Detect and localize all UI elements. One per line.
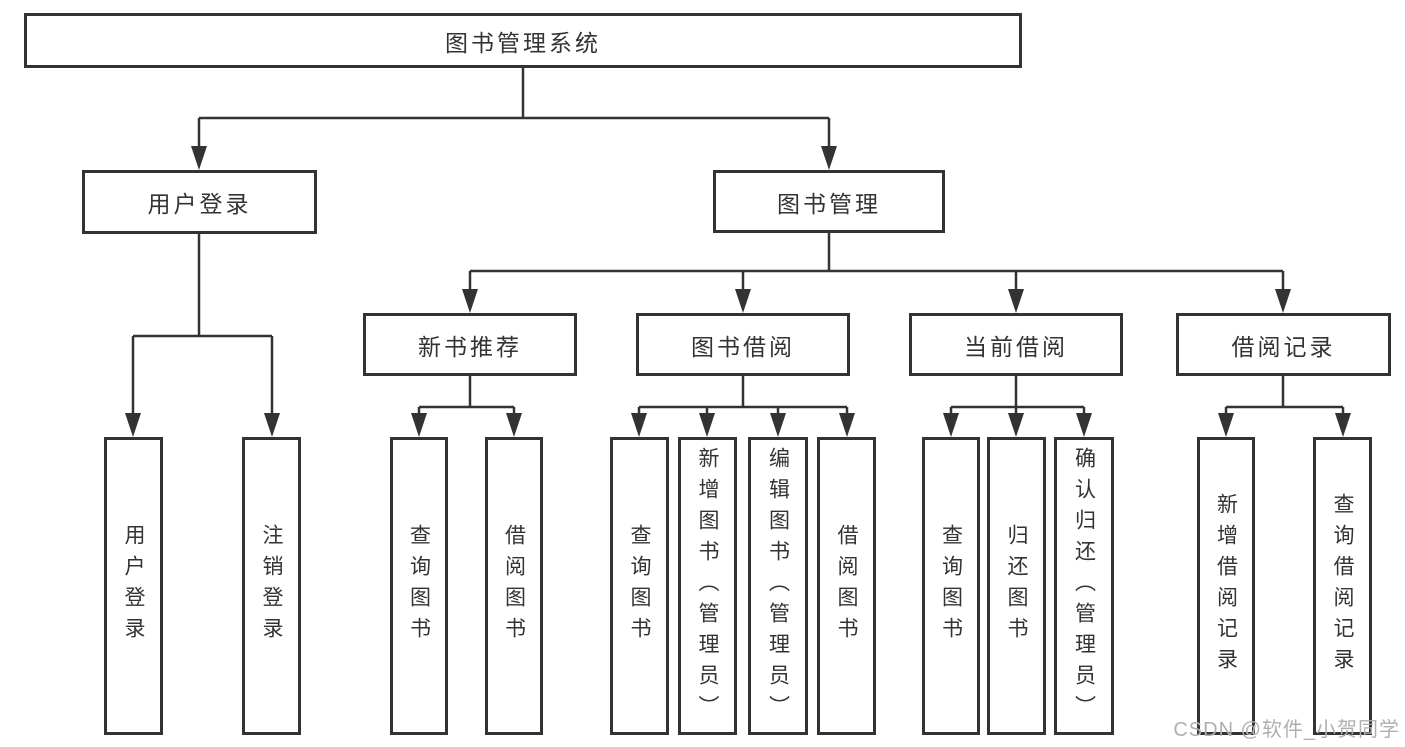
arrow-down-icon bbox=[1076, 413, 1092, 437]
arrow-down-icon bbox=[264, 413, 280, 437]
node-current-borrowing: 当前借阅 bbox=[909, 313, 1123, 376]
node-label: 借阅记录 bbox=[1231, 333, 1336, 360]
leaf-query-books-borrowing: 查询图书 bbox=[610, 437, 669, 735]
node-label: 当前借阅 bbox=[964, 333, 1068, 360]
wire-root bbox=[197, 68, 831, 150]
arrow-down-icon bbox=[943, 413, 959, 437]
wire-user-login bbox=[131, 234, 274, 419]
arrow-down-icon bbox=[191, 146, 207, 170]
arrow-down-icon bbox=[735, 289, 751, 313]
wire-new-book-recommend bbox=[417, 376, 516, 421]
node-new-book-recommend: 新书推荐 bbox=[363, 313, 577, 376]
arrow-down-icon bbox=[506, 413, 522, 437]
leaf-label: 注销登录 bbox=[260, 524, 283, 648]
arrow-down-icon bbox=[462, 289, 478, 313]
arrow-down-icon bbox=[125, 413, 141, 437]
leaf-logout: 注销登录 bbox=[242, 437, 301, 735]
arrow-down-icon bbox=[1008, 289, 1024, 313]
leaf-query-books-current: 查询图书 bbox=[922, 437, 980, 735]
leaf-query-borrow-record: 查询借阅记录 bbox=[1313, 437, 1372, 735]
wire-borrow-records bbox=[1224, 376, 1345, 421]
leaf-label: 确认归还（管理员） bbox=[1072, 446, 1096, 726]
arrowheads bbox=[125, 146, 1351, 437]
node-label: 新书推荐 bbox=[418, 333, 522, 360]
node-borrow-records: 借阅记录 bbox=[1176, 313, 1391, 376]
arrow-down-icon bbox=[839, 413, 855, 437]
arrow-down-icon bbox=[631, 413, 647, 437]
leaf-borrow-books-borrowing: 借阅图书 bbox=[817, 437, 876, 735]
leaf-label: 用户登录 bbox=[122, 524, 145, 648]
arrow-down-icon bbox=[821, 146, 837, 170]
node-label: 图书借阅 bbox=[691, 333, 795, 360]
leaf-return-books: 归还图书 bbox=[987, 437, 1046, 735]
leaf-confirm-return-admin: 确认归还（管理员） bbox=[1054, 437, 1114, 735]
leaf-label: 借阅图书 bbox=[502, 524, 526, 648]
arrow-down-icon bbox=[1218, 413, 1234, 437]
arrow-down-icon bbox=[699, 413, 715, 437]
node-book-borrowing: 图书借阅 bbox=[636, 313, 850, 376]
leaf-borrow-books-recommend: 借阅图书 bbox=[485, 437, 543, 735]
csdn-watermark: CSDN @软件_小贺同学 bbox=[1173, 719, 1400, 741]
node-user-login: 用户登录 bbox=[82, 170, 317, 234]
node-library-management-system: 图书管理系统 bbox=[24, 13, 1022, 68]
arrow-down-icon bbox=[1335, 413, 1351, 437]
wire-book-borrowing bbox=[637, 376, 849, 421]
leaf-add-borrow-record: 新增借阅记录 bbox=[1197, 437, 1255, 735]
node-book-management: 图书管理 bbox=[713, 170, 945, 233]
node-label: 图书管理 bbox=[777, 190, 881, 217]
leaf-label: 新增借阅记录 bbox=[1214, 493, 1238, 679]
leaf-label: 查询图书 bbox=[407, 524, 431, 648]
leaf-label: 查询图书 bbox=[939, 524, 963, 648]
leaf-label: 编辑图书（管理员） bbox=[766, 446, 790, 726]
arrow-down-icon bbox=[1275, 289, 1291, 313]
leaf-label: 新增图书（管理员） bbox=[696, 446, 719, 726]
leaf-add-books-admin: 新增图书（管理员） bbox=[678, 437, 737, 735]
arrow-down-icon bbox=[770, 413, 786, 437]
node-label: 用户登录 bbox=[147, 191, 252, 217]
wire-book-management bbox=[468, 233, 1285, 295]
arrow-down-icon bbox=[411, 413, 427, 437]
arrow-down-icon bbox=[1008, 413, 1024, 437]
leaf-label: 查询图书 bbox=[628, 524, 651, 648]
leaf-query-books-recommend: 查询图书 bbox=[390, 437, 448, 735]
leaf-user-login: 用户登录 bbox=[104, 437, 163, 735]
node-label: 图书管理系统 bbox=[445, 29, 601, 56]
leaf-label: 借阅图书 bbox=[835, 524, 858, 648]
leaf-label: 归还图书 bbox=[1005, 524, 1028, 648]
leaf-label: 查询借阅记录 bbox=[1331, 493, 1354, 679]
leaf-edit-books-admin: 编辑图书（管理员） bbox=[748, 437, 808, 735]
